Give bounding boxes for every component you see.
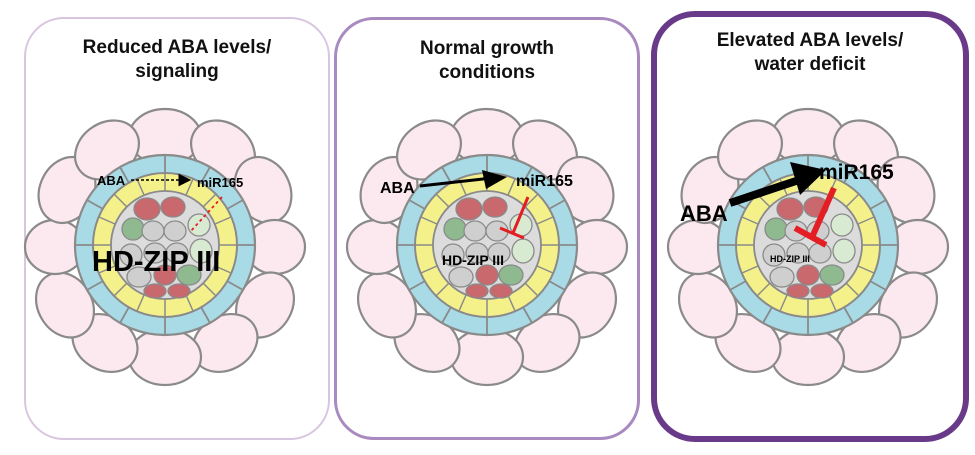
mir165-inhibits-hdzip-line	[189, 196, 223, 233]
mir165-inhibits-hdzip-line	[511, 196, 530, 234]
panel1-labels: ABA miR165 HD-ZIP III	[92, 173, 243, 278]
arrow-head	[482, 170, 507, 189]
hdzip-iii-label: HD-ZIP III	[770, 254, 810, 264]
arrow-head	[790, 162, 826, 195]
inhibition-bar	[499, 226, 525, 240]
root-cross-section	[345, 107, 629, 387]
panel2-labels: ABA miR165 HD-ZIP III	[380, 170, 573, 268]
inhibition-bar	[793, 225, 828, 248]
aba-label: ABA	[97, 173, 126, 188]
root-cross-section	[666, 107, 950, 387]
aba-activates-mir165-arrow	[728, 174, 807, 207]
panel-title: Normal growth conditions	[419, 38, 555, 83]
mir165-inhibits-hdzip-line	[810, 186, 837, 237]
aba-label: ABA	[680, 201, 728, 226]
mir165-label: miR165	[819, 161, 894, 184]
hdzip-iii-label: HD-ZIP III	[92, 246, 220, 278]
panel3-labels: ABA miR165 HD-ZIP III	[680, 161, 894, 264]
mir165-label: miR165	[197, 175, 243, 190]
mir165-label: miR165	[516, 173, 573, 190]
aba-activates-mir165-arrow	[419, 176, 493, 188]
panel-title: Elevated ABA levels/ water deficit	[716, 30, 904, 75]
aba-label: ABA	[380, 180, 415, 197]
panel-title: Reduced ABA levels/ signaling	[82, 37, 272, 82]
hdzip-iii-label: HD-ZIP III	[442, 252, 504, 268]
